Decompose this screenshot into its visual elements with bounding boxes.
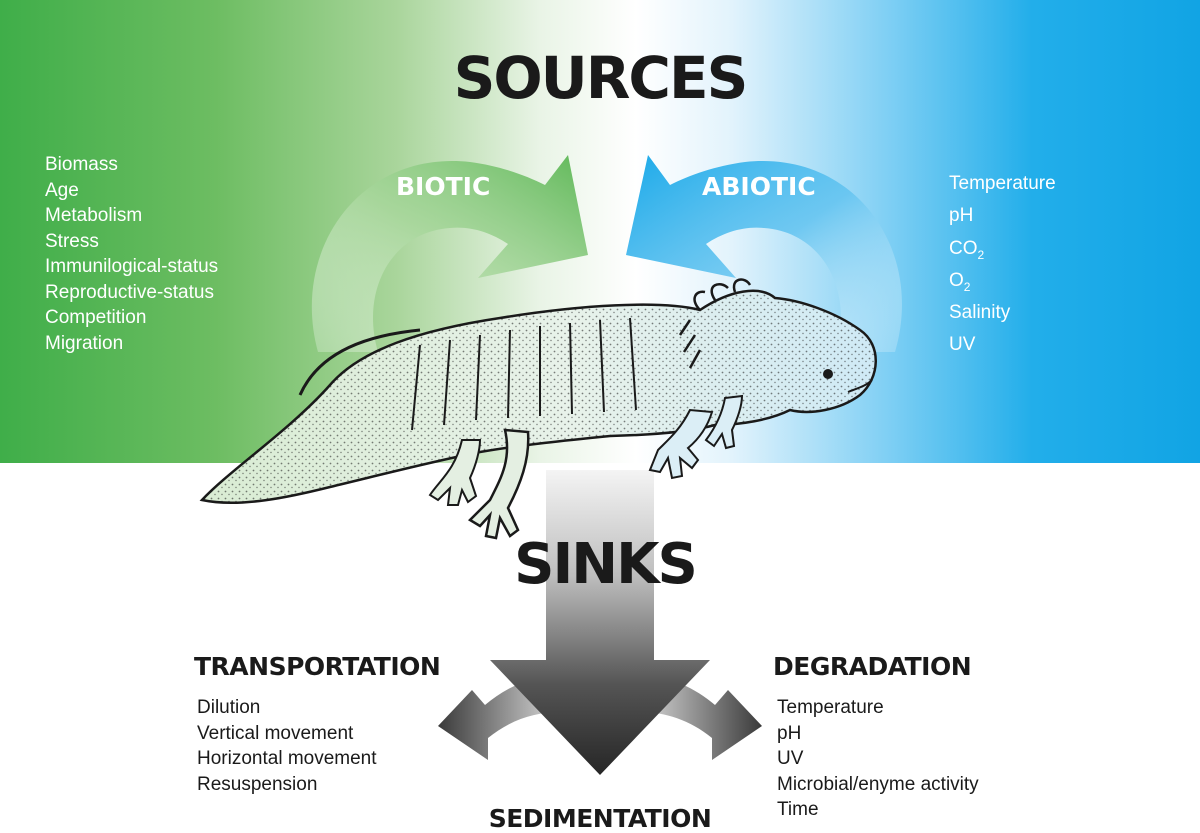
list-item: Temperature: [949, 173, 1056, 194]
list-item: O2: [949, 269, 971, 294]
list-item: Immunilogical-status: [45, 256, 219, 277]
list-item: UV: [777, 748, 804, 769]
list-item: Vertical movement: [197, 722, 354, 744]
sinks-arrow: [490, 470, 710, 775]
degradation-title: DEGRADATION: [773, 652, 972, 681]
list-item: Age: [45, 179, 79, 201]
transportation-title: TRANSPORTATION: [194, 652, 441, 681]
list-item: Resuspension: [197, 773, 318, 795]
abiotic-factors-list: Temperature pH CO2 O2 Salinity UV: [949, 171, 1056, 365]
list-item: Time: [777, 799, 819, 820]
abiotic-arrow: [626, 155, 902, 352]
list-item: Salinity: [949, 302, 1011, 324]
axolotl-illustration: [199, 278, 877, 540]
list-item: UV: [949, 334, 976, 356]
sources-title: SOURCES: [453, 44, 749, 112]
sinks-title: SINKS: [514, 532, 698, 597]
biotic-factors-list: Biomass Age Metabolism Stress Immunilogi…: [45, 152, 218, 356]
list-item: Dilution: [197, 697, 261, 718]
transportation-list: Dilution Vertical movement Horizontal mo…: [197, 695, 377, 797]
list-item: pH: [949, 205, 974, 227]
list-item: CO2: [949, 237, 985, 262]
list-item: Microbial/enyme activity: [777, 773, 979, 795]
list-item: Migration: [45, 332, 124, 354]
list-item: Horizontal movement: [197, 748, 377, 769]
abiotic-label: ABIOTIC: [702, 172, 816, 201]
list-item: Competition: [45, 307, 147, 328]
list-item: Stress: [45, 230, 99, 252]
list-item: Biomass: [45, 154, 118, 175]
list-item: Metabolism: [45, 205, 143, 226]
list-item: Reproductive-status: [45, 281, 214, 303]
sedimentation-title: SEDIMENTATION: [488, 804, 712, 833]
list-item: pH: [777, 722, 802, 744]
degradation-list: Temperature pH UV Microbial/enyme activi…: [777, 695, 979, 823]
list-item: Temperature: [777, 697, 884, 718]
biotic-arrow: [311, 155, 588, 352]
biotic-label: BIOTIC: [396, 172, 491, 201]
